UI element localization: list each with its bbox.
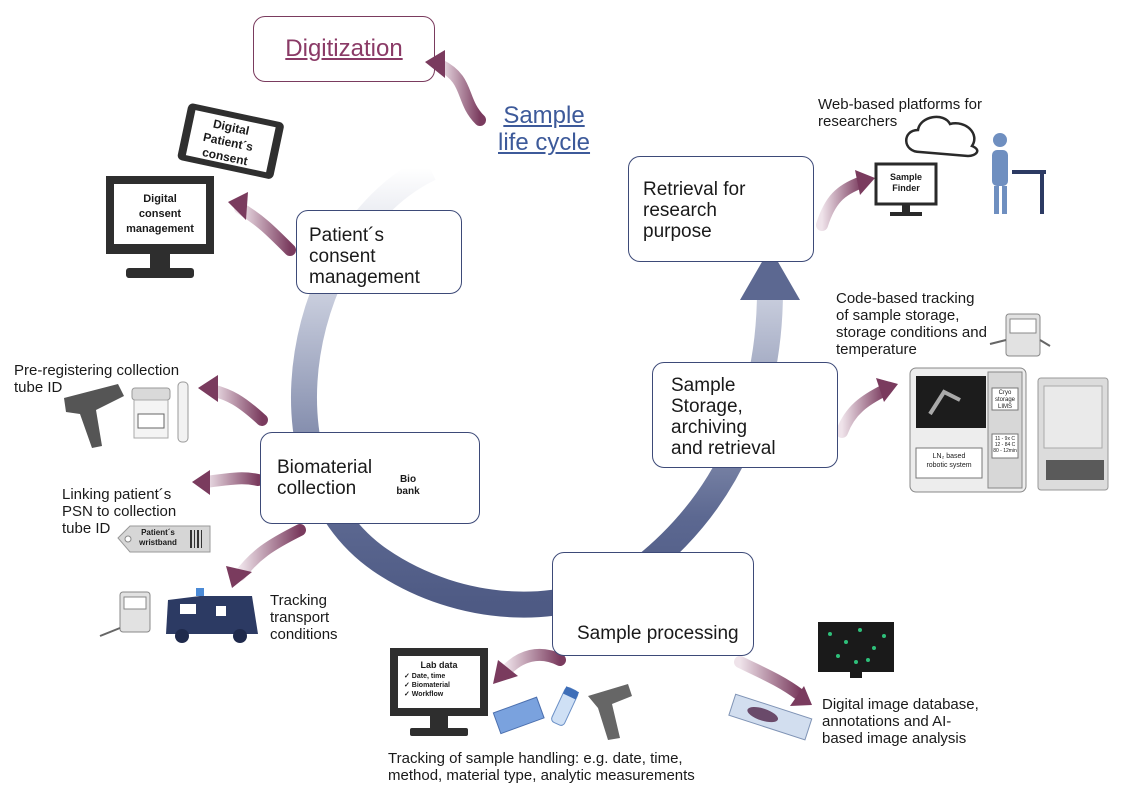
- code-tracking-label: Code-based tracking of sample storage, s…: [836, 290, 987, 358]
- well-plate-icon: [492, 696, 545, 735]
- consent-stage-label: Patient´s consent management: [309, 225, 420, 288]
- wristband-icon: [117, 525, 211, 553]
- linking-label: Linking patient´s PSN to collection tube…: [62, 486, 177, 537]
- biomaterial-stage-box: Biomaterial collection: [260, 432, 480, 524]
- retrieval-stage-box: Retrieval for research purpose: [628, 156, 814, 262]
- retrieval-stage-label: Retrieval for research purpose: [643, 179, 746, 242]
- web-platforms-label: Web-based platforms for researchers: [818, 96, 982, 130]
- wristband-label: Patient´s wristband: [139, 528, 177, 547]
- monitor-icon: [106, 176, 214, 278]
- digitization-title-box: Digitization: [253, 16, 435, 82]
- wavy-arrows: [199, 59, 891, 701]
- sample-finder-label: Sample Finder: [889, 172, 922, 193]
- biobank-label: Bio bank: [396, 474, 420, 497]
- finder-monitor-icon: [874, 162, 938, 216]
- barcode-scanner-bottom-icon: [588, 684, 632, 740]
- image-monitor-icon: [818, 622, 894, 678]
- cryo-tube-icon: [551, 686, 580, 726]
- consent-stage-box: Patient´s consent management: [296, 210, 462, 294]
- lab-monitor-icon: [390, 648, 488, 736]
- barcode-scanner-icon: [64, 384, 124, 448]
- processing-stage-box: Sample processing: [552, 552, 754, 656]
- cloud-icon: [905, 115, 979, 158]
- lab-screen-items: ✓ Date, time ✓ Biomaterial ✓ Workflow: [404, 673, 450, 698]
- ln2-label: LN₂ based robotic system: [926, 453, 972, 469]
- transport-label: Tracking transport conditions: [270, 592, 338, 643]
- cryo-label: Cryo storage LIMS: [994, 390, 1015, 410]
- tube-icon: [177, 381, 189, 443]
- biomaterial-stage-label: Biomaterial collection: [277, 457, 373, 499]
- storage-stage-box: Sample Storage, archiving and retrieval: [652, 362, 838, 468]
- image-db-label: Digital image database, annotations and …: [822, 696, 979, 747]
- thermometer-icon: [99, 591, 151, 637]
- monitor-text: Digital consent management: [126, 193, 194, 235]
- storage-stage-label: Sample Storage, archiving and retrieval: [671, 375, 776, 459]
- researcher-icon: [992, 133, 1046, 214]
- tablet-icon: [177, 103, 284, 179]
- digitization-title: Digitization: [285, 35, 403, 62]
- sample-life-cycle-label: Sample life cycle: [498, 102, 591, 156]
- preregister-label: Pre-registering collection tube ID: [14, 362, 180, 396]
- handling-label: Tracking of sample handling: e.g. date, …: [388, 750, 695, 784]
- robotic-storage-icon: [909, 367, 1027, 493]
- freezer-icon: [1037, 377, 1109, 491]
- processing-stage-label: Sample processing: [577, 623, 739, 644]
- thermometer-right-icon: [989, 313, 1051, 357]
- wavy-arrowheads: [192, 50, 898, 706]
- lab-screen-title: Lab data: [420, 660, 458, 670]
- sample-cup-icon: [131, 387, 171, 439]
- readout-label: 11 - 9x C 12 - 84 C 80 - 12min: [993, 436, 1017, 454]
- ambulance-icon: [166, 588, 258, 643]
- microscope-slide-icon: [728, 693, 813, 741]
